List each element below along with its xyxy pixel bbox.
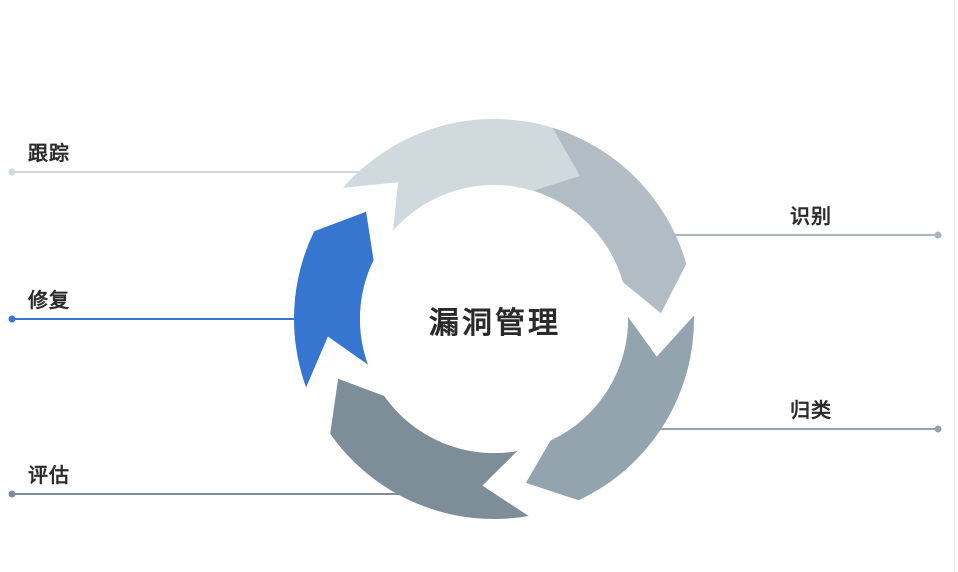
leader-dot-track: [8, 168, 16, 176]
ring-segment-track: [343, 118, 580, 232]
ring-segment-assess: [330, 378, 529, 520]
ring-segment-classify: [525, 315, 695, 501]
stage-label-fix: 修复: [28, 288, 70, 312]
leader-dot-identify: [934, 231, 942, 239]
stage-label-assess: 评估: [28, 463, 70, 487]
stage-label-track: 跟踪: [28, 141, 70, 165]
ring: [293, 118, 695, 520]
leader-dot-fix: [8, 315, 16, 323]
ring-segment-fix: [293, 211, 374, 388]
stage-label-identify: 识别: [790, 204, 832, 228]
leader-dot-assess: [8, 490, 16, 498]
right-border: [954, 0, 955, 572]
center-disc: [360, 185, 628, 453]
leader-lines: [8, 168, 942, 498]
center-title: 漏洞管理: [429, 306, 561, 341]
stage-label-classify: 归类: [790, 398, 832, 422]
leader-dot-classify: [934, 425, 942, 433]
